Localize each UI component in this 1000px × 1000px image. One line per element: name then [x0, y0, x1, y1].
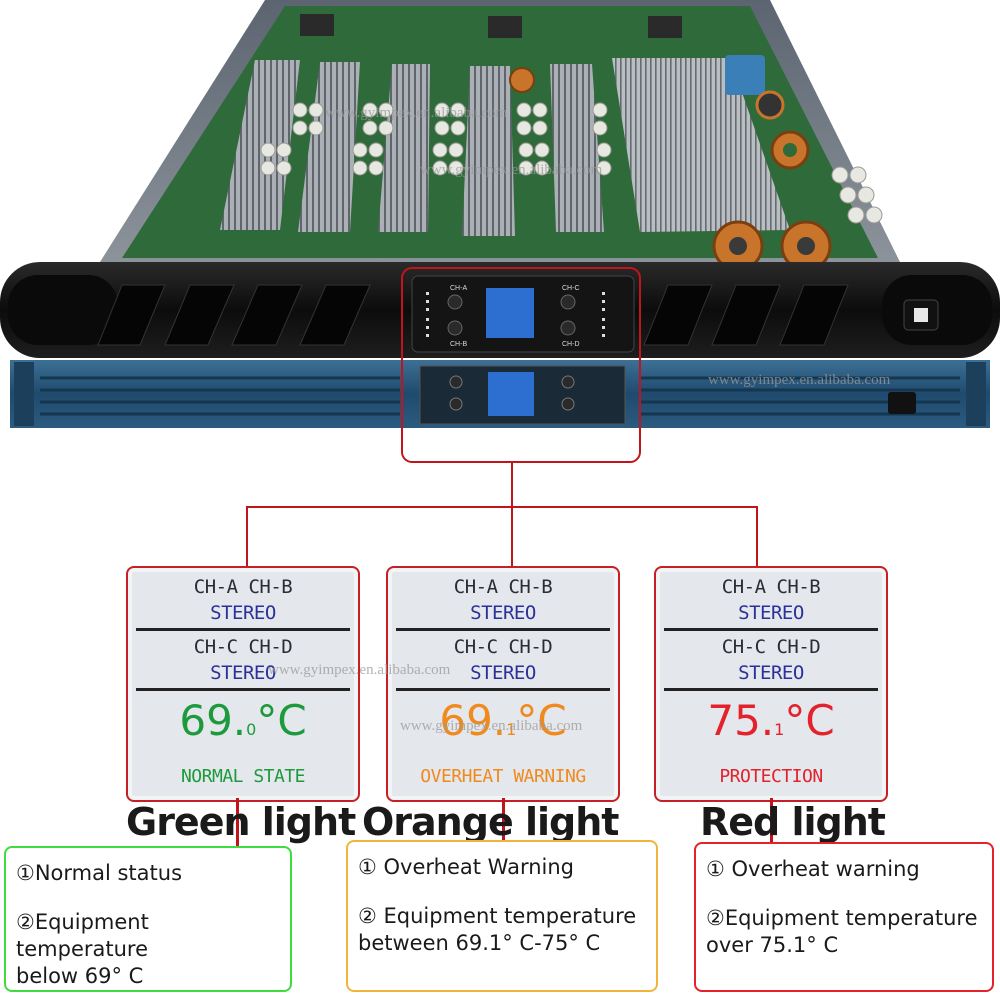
- lcd-channels-cd: CH-C CH-D: [453, 636, 553, 658]
- lcd-state: NORMAL STATE: [180, 766, 306, 787]
- lcd-temperature: 69.1°C: [439, 696, 567, 745]
- label-green-light: Green light: [126, 800, 356, 844]
- lcd-channels-cd: CH-C CH-D: [721, 636, 821, 658]
- front-label-ch-b: CH-B: [450, 341, 467, 348]
- watermark: www.gyimpex.en.alibaba.com: [268, 662, 451, 678]
- info-item-2: ②Equipment temperature: [16, 910, 149, 961]
- lcd-state: PROTECTION: [719, 766, 823, 787]
- toroid-coils: [509, 55, 832, 272]
- lcd-channels-ab: CH-A CH-B: [193, 576, 293, 598]
- lcd-channels-ab: CH-A CH-B: [453, 576, 553, 598]
- lcd-mode-cd: STEREO: [470, 662, 536, 684]
- info-item-2-detail: between 69.1° C-75° C: [358, 931, 601, 955]
- lcd-mode-cd: STEREO: [210, 662, 276, 684]
- watermark: www.gyimpex.en.alibaba.com: [708, 372, 891, 388]
- info-box-red: ① Overheat warning ②Equipment temperatur…: [694, 842, 994, 992]
- info-item-1: ①Normal status: [16, 861, 183, 885]
- watermark: www.gyimpex.en.alibaba.com: [420, 162, 603, 178]
- info-box-green: ①Normal status ②Equipment temperature be…: [4, 846, 292, 992]
- info-item-2: ② Equipment temperature: [358, 904, 637, 928]
- heatsink-array: [220, 58, 790, 236]
- info-item-2: ②Equipment temperature: [706, 906, 978, 930]
- lcd-panel-normal: CH-A CH-B STEREO CH-C CH-D STEREO 69.0°C…: [126, 566, 360, 802]
- lcd-mode-cd: STEREO: [738, 662, 804, 684]
- info-item-2-detail: over 75.1° C: [706, 933, 839, 957]
- front-label-ch-a: CH-A: [450, 285, 467, 292]
- lcd-panel-protection: CH-A CH-B STEREO CH-C CH-D STEREO 75.1°C…: [654, 566, 888, 802]
- front-vents-left: [97, 284, 371, 346]
- watermark: www.gyimpex.en.alibaba.com: [400, 718, 583, 734]
- front-vents-right: [643, 284, 849, 346]
- lcd-mode-ab: STEREO: [738, 602, 804, 624]
- lcd-channels-ab: CH-A CH-B: [721, 576, 821, 598]
- lcd-mode-ab: STEREO: [470, 602, 536, 624]
- lcd-temperature: 75.1°C: [707, 696, 835, 745]
- amplifier-illustration: CH-A CH-C CH-B CH-D: [0, 0, 1000, 463]
- info-box-orange: ① Overheat Warning ② Equipment temperatu…: [346, 840, 658, 992]
- watermark: www.gyimpex.en.alibaba.com: [325, 105, 508, 121]
- lcd-panel-warning: CH-A CH-B STEREO CH-C CH-D STEREO 69.1°C…: [386, 566, 620, 802]
- front-label-ch-d: CH-D: [562, 341, 580, 348]
- amplifier-photo: CH-A CH-C CH-B CH-D www.gyimpex.en.aliba…: [0, 0, 1000, 470]
- info-item-2-detail: below 69° C: [16, 964, 144, 988]
- info-item-1: ① Overheat Warning: [358, 855, 574, 879]
- label-red-light: Red light: [700, 800, 886, 844]
- front-label-ch-c: CH-C: [562, 285, 580, 292]
- info-item-1: ① Overheat warning: [706, 857, 920, 881]
- lcd-mode-ab: STEREO: [210, 602, 276, 624]
- lcd-temperature: 69.0°C: [179, 696, 307, 745]
- label-orange-light: Orange light: [362, 800, 619, 844]
- lcd-state: OVERHEAT WARNING: [420, 766, 586, 787]
- lcd-channels-cd: CH-C CH-D: [193, 636, 293, 658]
